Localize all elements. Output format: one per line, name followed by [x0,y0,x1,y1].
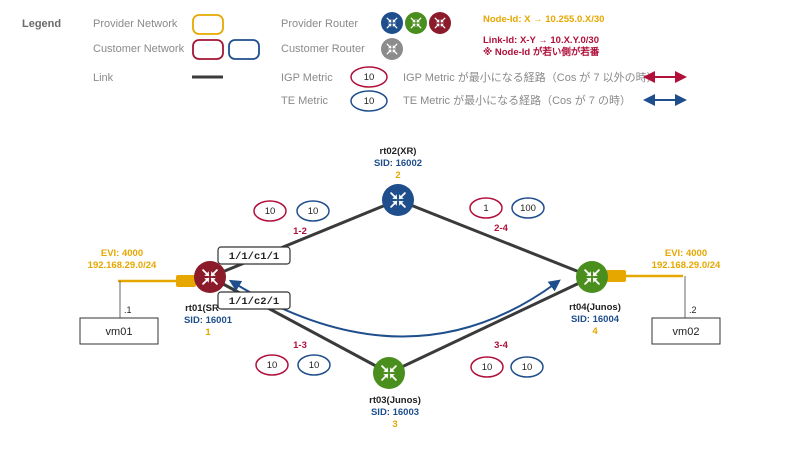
rt03-node-id: 3 [392,419,397,430]
evi-port-right [606,270,626,282]
legend-igp-metric-sample: 10 [364,72,375,83]
interface-c1-box [217,246,291,265]
legend-router-blue-icon [381,12,403,34]
te-path-arrow [228,279,561,338]
legend-te-metric-sample: 10 [364,96,375,107]
legend-customer-network-red-swatch [192,39,224,60]
legend-provider-network-swatch [192,14,224,35]
router-rt02-icon[interactable] [382,184,414,216]
legend-link-label: Link [93,72,114,84]
vm01-box[interactable] [79,317,159,345]
te-metric-3-4-badge [510,356,544,378]
legend-customer-router-label: Customer Router [281,43,365,55]
evi-port-left [176,275,196,287]
rt04-name: rt04(Junos) [569,302,621,313]
legend-te-metric-label: TE Metric [281,95,329,107]
legend-te-path-text: TE Metric が最小になる経路（Cos が 7 の時） [403,93,631,107]
evi-right-subnet: 192.168.29.0/24 [652,260,721,271]
interface-c2-box [217,291,291,310]
rt03-name: rt03(Junos) [369,395,421,406]
vm01-host-octet: .1 [124,305,132,315]
igp-metric-1-3: 10 [267,360,278,371]
evi-left-label: EVI: 4000 [101,248,143,259]
rt04-sid: SID: 16004 [571,314,620,325]
router-rt03-icon[interactable] [373,357,405,389]
legend-router-green-icon [405,12,427,34]
vm02-label: vm02 [673,326,700,338]
legend-provider-router-label: Provider Router [281,18,358,30]
link-id-rule: Link-Id: X-Y → 10.X.Y.0/30 [483,35,599,46]
igp-metric-2-4: 1 [483,203,488,214]
igp-metric-1-2-badge [253,200,287,222]
rt03-sid: SID: 16003 [371,407,419,418]
node-id-rule: Node-Id: X → 10.255.0.X/30 [483,14,604,25]
te-metric-1-2: 10 [308,206,319,217]
interface-c2-label: 1/1/c2/1 [229,296,279,308]
legend-customer-network-label: Customer Network [93,43,185,55]
link-2-4 [397,198,593,279]
te-metric-3-4: 10 [522,362,533,373]
vm02-host-octet: .2 [689,305,697,315]
link-id-1-3: 1-3 [293,340,307,351]
evi-left-subnet: 192.168.29.0/24 [88,260,157,271]
legend-igp-metric-badge [350,66,388,88]
rt02-sid: SID: 16002 [374,158,422,169]
rt01-name: rt01(SR [185,303,219,314]
evi-right-label: EVI: 4000 [665,248,707,259]
legend-igp-path-text: IGP Metric が最小になる経路（Cos が 7 以外の時） [403,70,658,84]
legend-title: Legend [22,18,61,30]
legend-customer-network-blue-swatch [228,39,260,60]
igp-metric-1-2: 10 [265,206,276,217]
te-metric-2-4: 100 [520,203,536,214]
rt01-node-id: 1 [205,327,211,338]
interface-c1-label: 1/1/c1/1 [229,251,279,263]
router-rt01-icon[interactable] [194,261,226,293]
igp-metric-1-3-badge [255,354,289,376]
link-3-4 [388,275,593,375]
legend-te-metric-badge [350,90,388,112]
te-metric-1-3-badge [297,354,331,376]
vm02-box[interactable] [651,317,721,345]
link-id-note: ※ Node-Id が若い側が若番 [483,46,600,58]
igp-metric-2-4-badge [469,197,503,219]
te-metric-2-4-badge [511,197,545,219]
igp-metric-3-4-badge [470,356,504,378]
rt01-sid: SID: 16001 [184,315,233,326]
legend-igp-metric-label: IGP Metric [281,72,333,84]
te-metric-1-3: 10 [309,360,320,371]
link-id-3-4: 3-4 [494,340,508,351]
rt04-node-id: 4 [592,326,598,337]
te-metric-1-2-badge [296,200,330,222]
link-id-2-4: 2-4 [494,223,508,234]
rt02-name: rt02(XR) [380,146,417,157]
router-rt04-icon[interactable] [576,261,608,293]
legend-router-red-icon [429,12,451,34]
legend-router-gray-icon [381,38,403,60]
vm01-label: vm01 [106,326,133,338]
legend-provider-network-label: Provider Network [93,18,178,30]
rt02-node-id: 2 [395,170,400,181]
link-id-1-2: 1-2 [293,226,307,237]
igp-metric-3-4: 10 [482,362,493,373]
